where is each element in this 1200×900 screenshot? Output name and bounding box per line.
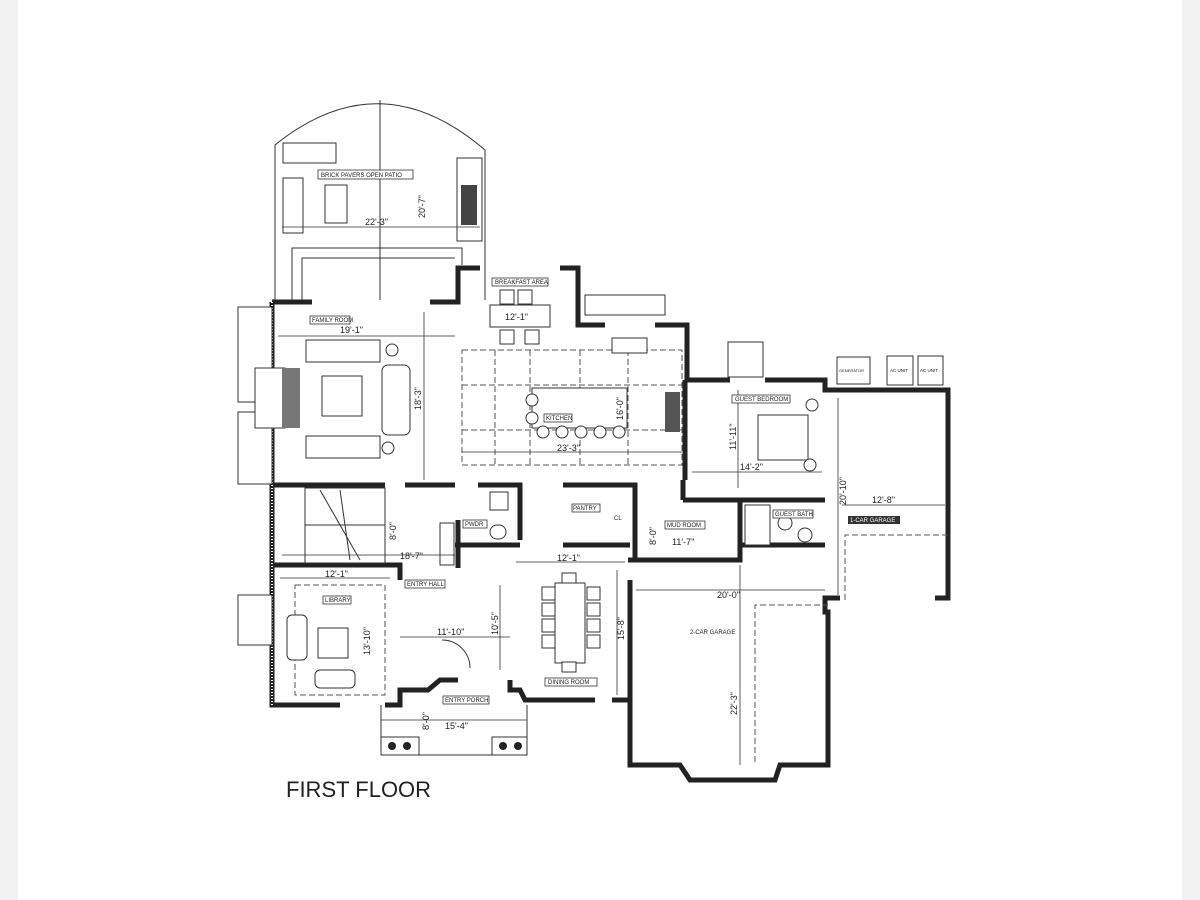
plan-title: FIRST FLOOR: [286, 777, 431, 802]
garage-details: [636, 398, 948, 765]
dim-stair-depth: 8'-0": [388, 522, 398, 540]
kitchen-furniture: [461, 289, 683, 466]
dim-garage1-depth: 20'-10": [838, 477, 848, 505]
patio: [274, 100, 486, 302]
dim-library-width: 12'-1": [325, 569, 348, 579]
window-bays: [237, 294, 764, 646]
dim-dining-depth: 15'-8": [616, 617, 626, 640]
plan-sheet: [18, 0, 1182, 900]
entry-porch: [380, 705, 528, 756]
label-entry-porch: ENTRY PORCH: [445, 698, 488, 704]
dim-library-depth: 13'-10": [362, 627, 372, 655]
label-guest-bath: GUEST BATH: [775, 512, 813, 518]
dim-porch-depth: 8'-0": [421, 712, 431, 730]
label-ac-unit-1: AC UNIT: [890, 368, 908, 373]
dim-garage2-depth: 22'-3": [729, 692, 739, 715]
dim-patio-width: 22'-3": [365, 217, 388, 227]
label-kitchen: KITCHEN: [546, 416, 572, 422]
dim-dining-width: 12'-1": [557, 553, 580, 563]
label-ac-unit-2: AC UNIT: [920, 368, 938, 373]
label-breakfast: BREAKFAST AREA: [495, 280, 548, 286]
dim-hall-width: 18'-7": [400, 551, 423, 561]
label-entry-hall: ENTRY HALL: [407, 582, 444, 588]
dim-kitchen-width: 23'-3": [557, 443, 580, 453]
label-closet: CL: [614, 516, 622, 522]
label-mud-room: MUD ROOM: [667, 523, 701, 529]
core-furniture: [280, 487, 625, 696]
dim-mud-depth: 8'-0": [648, 527, 658, 545]
label-dining-room: DINING ROOM: [548, 680, 589, 686]
dim-mud-width: 11'-7": [672, 537, 694, 547]
dim-breakfast-width: 12'-1": [505, 312, 528, 322]
room-labels: BRICK PAVERS OPEN PATIO BREAKFAST AREA F…: [309, 169, 938, 705]
label-family-room: FAMILY ROOM: [312, 318, 353, 324]
dim-entry-depth: 10'-5": [490, 612, 500, 635]
label-generator: GENERATOR: [839, 368, 864, 373]
dim-garage1-width: 12'-8": [872, 495, 895, 505]
dim-family-width: 19'-1": [340, 325, 363, 335]
dim-guest-width: 14'-2": [740, 462, 763, 472]
label-powder: PWDR: [465, 522, 484, 528]
dim-family-depth: 18'-3": [413, 387, 423, 410]
dim-patio-depth: 20'-7": [417, 195, 427, 218]
family-room-furniture: [278, 312, 455, 480]
walls: [269, 265, 951, 783]
label-1-car-garage: 1-CAR GARAGE: [850, 518, 895, 524]
label-guest-bedroom: GUEST BEDROOM: [735, 397, 788, 403]
label-patio: BRICK PAVERS OPEN PATIO: [321, 173, 402, 179]
label-2-car-garage: 2-CAR GARAGE: [690, 630, 735, 636]
dim-kitchen-depth: 16'-0": [615, 397, 625, 420]
guest-suite-furniture: [692, 390, 822, 546]
dim-guest-depth: 11'-11": [728, 423, 738, 450]
dim-porch-width: 15'-4": [445, 721, 468, 731]
label-pantry: PANTRY: [573, 506, 597, 512]
mechanical-units: [836, 355, 944, 386]
dim-entry-width: 11'-10": [437, 627, 464, 637]
dim-garage2-width: 20'-0": [717, 590, 740, 600]
label-library: LIBRARY: [325, 598, 351, 604]
dimension-labels: 22'-3" 20'-7" 12'-1" 19'-1" 18'-3" 23'-3…: [325, 195, 895, 731]
